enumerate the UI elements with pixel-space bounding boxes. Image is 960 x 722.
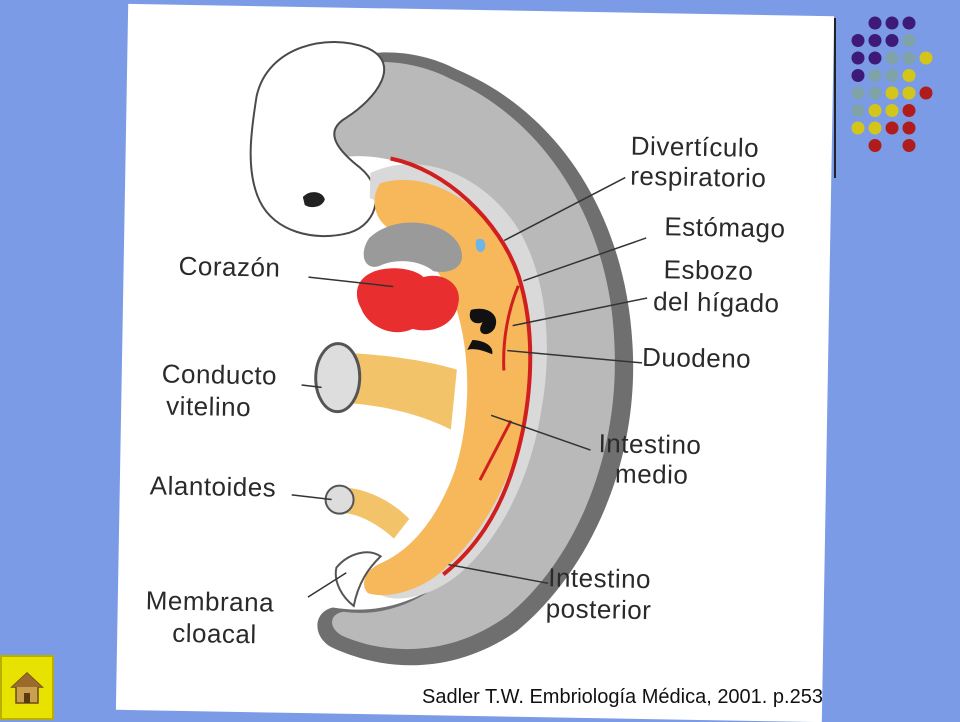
- decorative-dot: [851, 51, 865, 65]
- decorative-dot: [919, 86, 933, 100]
- eye-mark: [302, 192, 325, 208]
- vitelline-duct-opening: [314, 342, 362, 414]
- decorative-dot: [902, 69, 916, 82]
- label-diverticulo-line1: Divertículo: [631, 131, 760, 163]
- decorative-dot: [851, 104, 865, 117]
- label-conducto-line1: Conducto: [162, 359, 278, 391]
- decorative-dot: [885, 121, 899, 135]
- label-corazon: Corazón: [178, 251, 280, 283]
- home-icon: [10, 671, 44, 704]
- label-intestino-medio-line2: medio: [615, 458, 689, 489]
- label-membrana-line2: cloacal: [172, 618, 257, 649]
- embryo-head: [249, 41, 386, 237]
- label-duodeno: Duodeno: [642, 342, 752, 374]
- cloacal-membrane: [334, 551, 383, 608]
- respiratory-bud: [475, 238, 486, 253]
- decorative-dot: [868, 104, 882, 117]
- decorative-dot: [885, 34, 899, 47]
- label-alantoides: Alantoides: [150, 470, 277, 502]
- decorative-dot: [868, 16, 882, 30]
- figure-card: Divertículo respiratorio Estómago Esbozo…: [115, 3, 835, 722]
- decorative-dot: [902, 121, 916, 135]
- decorative-dot: [868, 34, 882, 47]
- label-estomago: Estómago: [664, 211, 786, 243]
- decorative-dot: [851, 86, 865, 100]
- label-intestino-posterior-line1: Intestino: [548, 562, 651, 594]
- decorative-dot: [885, 104, 899, 117]
- decorative-dot: [885, 69, 899, 82]
- decorative-dot: [868, 121, 882, 135]
- decorative-dot: [902, 104, 916, 117]
- label-esbozo-line1: Esbozo: [663, 254, 753, 286]
- leader-lines: [291, 176, 648, 598]
- gut-tube: [364, 179, 532, 596]
- pericardial-region: [363, 222, 462, 272]
- decorative-dot: [885, 51, 899, 65]
- embryo-diagram: Divertículo respiratorio Estómago Esbozo…: [146, 41, 786, 666]
- allantois: [337, 487, 410, 539]
- liver-bud: [467, 308, 497, 355]
- embryo-body-wall: [286, 62, 615, 650]
- citation-caption: Sadler T.W. Embriología Médica, 2001. p.…: [422, 686, 823, 708]
- decorative-dot: [885, 86, 899, 100]
- decorative-dot: [851, 34, 865, 47]
- divider-line: [834, 18, 836, 178]
- decorative-dot-grid: [851, 16, 933, 152]
- label-esbozo-line2: del hígado: [653, 286, 780, 318]
- decorative-dot: [851, 121, 865, 135]
- decorative-dot: [868, 139, 882, 152]
- label-conducto-line2: vitelino: [166, 391, 251, 422]
- decorative-dot: [868, 51, 882, 65]
- decorative-dot: [868, 86, 882, 100]
- label-membrana-line1: Membrana: [146, 585, 275, 617]
- decorative-dot: [885, 16, 899, 30]
- decorative-dot: [851, 69, 865, 82]
- label-diverticulo-line2: respiratorio: [630, 161, 767, 193]
- decorative-dot: [902, 51, 916, 65]
- label-intestino-posterior-line2: posterior: [545, 593, 651, 625]
- label-intestino-medio-line1: Intestino: [598, 428, 701, 460]
- decorative-dot: [919, 51, 933, 65]
- decorative-dot: [868, 69, 882, 82]
- decorative-dot: [902, 86, 916, 100]
- decorative-dot: [902, 34, 916, 47]
- home-button[interactable]: [0, 655, 54, 720]
- heart: [356, 268, 459, 333]
- vitelline-artery: [478, 285, 520, 481]
- decorative-dot: [902, 16, 916, 30]
- aorta-vessel: [390, 156, 533, 577]
- vitelline-duct: [332, 352, 457, 430]
- decorative-dot: [902, 139, 916, 152]
